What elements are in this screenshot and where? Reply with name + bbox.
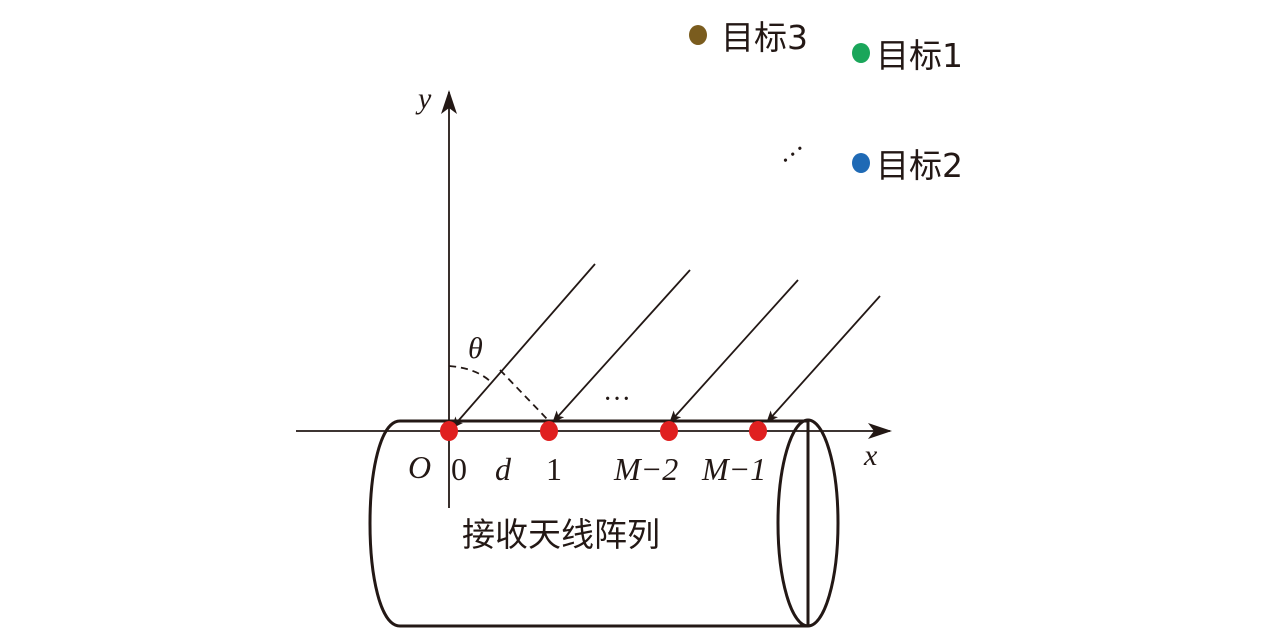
x-axis-label: x xyxy=(863,439,878,472)
array-ellipsis: ··· xyxy=(603,384,631,415)
signal-ray-1 xyxy=(552,269,691,423)
array-elements xyxy=(440,421,767,441)
target-ellipsis: ··· xyxy=(773,134,814,176)
element-label-1: 1 xyxy=(546,451,562,487)
target-2-label: 目标2 xyxy=(876,146,963,185)
array-element-0 xyxy=(440,421,458,441)
signal-ray-0 xyxy=(451,263,596,429)
target-1-label: 目标1 xyxy=(876,36,963,75)
angle-arc xyxy=(448,365,492,383)
wavefront-projection xyxy=(499,369,549,421)
target-3-marker xyxy=(689,25,707,45)
signal-ray-2 xyxy=(669,279,799,423)
array-element-1 xyxy=(540,421,558,441)
array-label: 接收天线阵列 xyxy=(462,515,660,554)
origin-label: O xyxy=(408,449,431,485)
element-label-m-1: M−1 xyxy=(701,451,766,487)
target-1-marker xyxy=(852,43,870,63)
array-element-m-2 xyxy=(660,421,678,441)
spacing-label: d xyxy=(495,451,512,487)
target-3-label: 目标3 xyxy=(721,18,808,57)
target-1: 目标1 xyxy=(852,36,963,75)
signal-ray-3 xyxy=(766,295,881,423)
target-2: 目标2 xyxy=(852,146,963,185)
target-3: 目标3 xyxy=(689,18,808,57)
array-element-m-1 xyxy=(749,421,767,441)
element-label-m-2: M−2 xyxy=(613,451,678,487)
incident-signals xyxy=(451,263,881,429)
y-axis-label: y xyxy=(415,82,432,115)
angle-label: θ xyxy=(468,332,483,365)
target-2-marker xyxy=(852,153,870,173)
element-label-0: 0 xyxy=(451,451,467,487)
